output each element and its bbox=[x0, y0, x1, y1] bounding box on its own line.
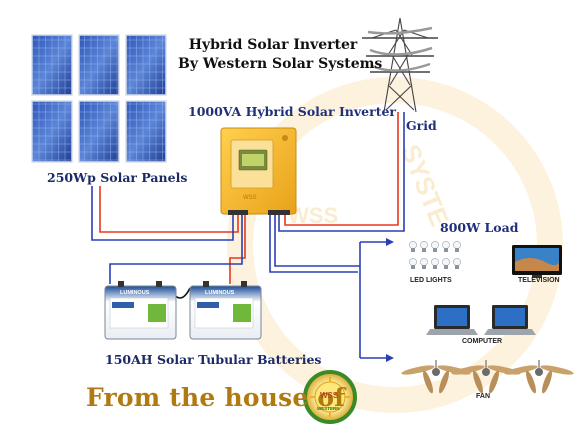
western-solar-logo bbox=[303, 370, 357, 424]
led-bulb-icon bbox=[431, 241, 439, 252]
wire-load-main bbox=[274, 214, 360, 267]
batteries-label: 150AH Solar Tubular Batteries bbox=[105, 352, 322, 367]
title-line-1: Hybrid Solar Inverter bbox=[188, 37, 358, 53]
inverter-watermark-text: WSS bbox=[243, 195, 257, 201]
led-bulb-icon bbox=[409, 258, 417, 269]
fan-icon bbox=[401, 360, 574, 394]
battery-brand-left: LUMINOUS bbox=[120, 290, 150, 296]
load-label: 800W Load bbox=[440, 220, 519, 235]
television-icon bbox=[512, 245, 562, 278]
solar-panel-array bbox=[31, 34, 167, 163]
arrow-load-top bbox=[386, 238, 394, 246]
wiring bbox=[91, 112, 405, 359]
wire-panel-positive bbox=[99, 186, 239, 233]
led-bulb-icon bbox=[409, 241, 417, 252]
inverter-label: 1000VA Hybrid Solar Inverter bbox=[188, 104, 397, 119]
grid-label: Grid bbox=[406, 118, 437, 133]
television-label: TELEVISION bbox=[518, 277, 560, 284]
wire-grid-negative bbox=[278, 112, 405, 232]
led-lights-label: LED LIGHTS bbox=[410, 277, 452, 284]
fan-label: FAN bbox=[476, 393, 490, 400]
logo-text: WSS bbox=[320, 391, 339, 400]
led-bulb-icon bbox=[442, 258, 450, 269]
battery-bank bbox=[104, 281, 262, 340]
led-bulb-icon bbox=[431, 258, 439, 269]
diagram-title: Hybrid Solar Inverter By Western Solar S… bbox=[178, 36, 383, 74]
footer-text: From the house of bbox=[86, 383, 346, 412]
computer-label: COMPUTER bbox=[462, 338, 503, 345]
hybrid-inverter bbox=[220, 127, 297, 215]
title-line-2: By Western Solar Systems bbox=[178, 56, 383, 72]
led-bulb-icon bbox=[442, 241, 450, 252]
battery-brand-right: LUMINOUS bbox=[205, 290, 235, 296]
arrow-load-bottom bbox=[386, 354, 394, 362]
solar-panels-label: 250Wp Solar Panels bbox=[47, 170, 188, 185]
wire-battery-negative bbox=[109, 214, 243, 284]
led-bulb-icon bbox=[420, 258, 428, 269]
wire-panel-negative bbox=[91, 186, 234, 241]
ceiling-fan-icon bbox=[504, 360, 574, 394]
led-bulb-icon bbox=[420, 241, 428, 252]
led-lights-icon bbox=[409, 241, 461, 269]
wire-load-feed bbox=[269, 214, 358, 273]
wire-battery-positive bbox=[229, 214, 246, 284]
computer-icon bbox=[426, 305, 536, 335]
grid-tower-icon bbox=[362, 17, 438, 113]
logo-ring-text: WESTERN bbox=[317, 406, 340, 411]
wire-grid-positive bbox=[284, 112, 399, 226]
led-bulb-icon bbox=[453, 258, 461, 269]
led-bulb-icon bbox=[453, 241, 461, 252]
